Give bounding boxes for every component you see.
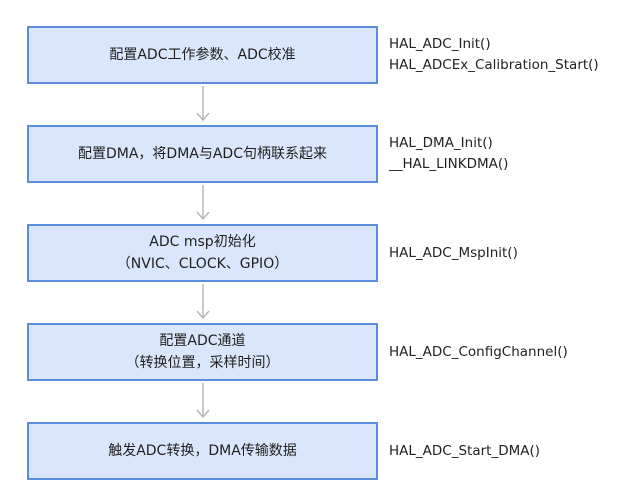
step-3-line-2: （NVIC、CLOCK、GPIO）	[116, 256, 289, 272]
step-5-line-1: 触发ADC转换，DMA传输数据	[108, 443, 297, 459]
step-3-line-1: ADC msp初始化	[149, 234, 256, 250]
function-hal-adc-configchannel: HAL_ADC_ConfigChannel()	[389, 344, 568, 360]
step-4-line-1: 配置ADC通道	[159, 333, 246, 349]
step-trigger-adc-dma: 触发ADC转换，DMA传输数据	[27, 422, 378, 480]
step-adc-config-calibration: 配置ADC工作参数、ADC校准	[27, 26, 378, 84]
step-5-functions: HAL_ADC_Start_DMA()	[389, 441, 540, 462]
step-1-line-1: 配置ADC工作参数、ADC校准	[109, 47, 296, 63]
function-hal-dma-init: HAL_DMA_Init()	[389, 135, 493, 151]
step-adc-channel-config: 配置ADC通道 （转换位置，采样时间）	[27, 323, 378, 381]
arrowhead-1-2	[196, 112, 210, 122]
function-hal-adc-start-dma: HAL_ADC_Start_DMA()	[389, 443, 541, 459]
step-1-functions: HAL_ADC_Init() HAL_ADCEx_Calibration_Sta…	[389, 34, 599, 76]
step-2-functions: HAL_DMA_Init() __HAL_LINKDMA()	[389, 133, 508, 175]
arrowhead-2-3	[196, 211, 210, 221]
function-hal-adc-mspinit: HAL_ADC_MspInit()	[389, 245, 518, 261]
function-hal-adc-init: HAL_ADC_Init()	[389, 36, 491, 52]
function-hal-adcex-calibration-start: HAL_ADCEx_Calibration_Start()	[389, 57, 599, 73]
step-adc-msp-init: ADC msp初始化 （NVIC、CLOCK、GPIO）	[27, 224, 378, 282]
arrowhead-4-5	[196, 409, 210, 419]
step-4-line-2: （转换位置，采样时间）	[125, 355, 280, 371]
function-hal-linkdma: __HAL_LINKDMA()	[389, 156, 509, 172]
step-dma-config-link: 配置DMA，将DMA与ADC句柄联系起来	[27, 125, 378, 183]
step-3-functions: HAL_ADC_MspInit()	[389, 243, 518, 264]
step-2-line-1: 配置DMA，将DMA与ADC句柄联系起来	[77, 146, 327, 162]
arrowhead-3-4	[196, 310, 210, 320]
step-4-functions: HAL_ADC_ConfigChannel()	[389, 342, 568, 363]
